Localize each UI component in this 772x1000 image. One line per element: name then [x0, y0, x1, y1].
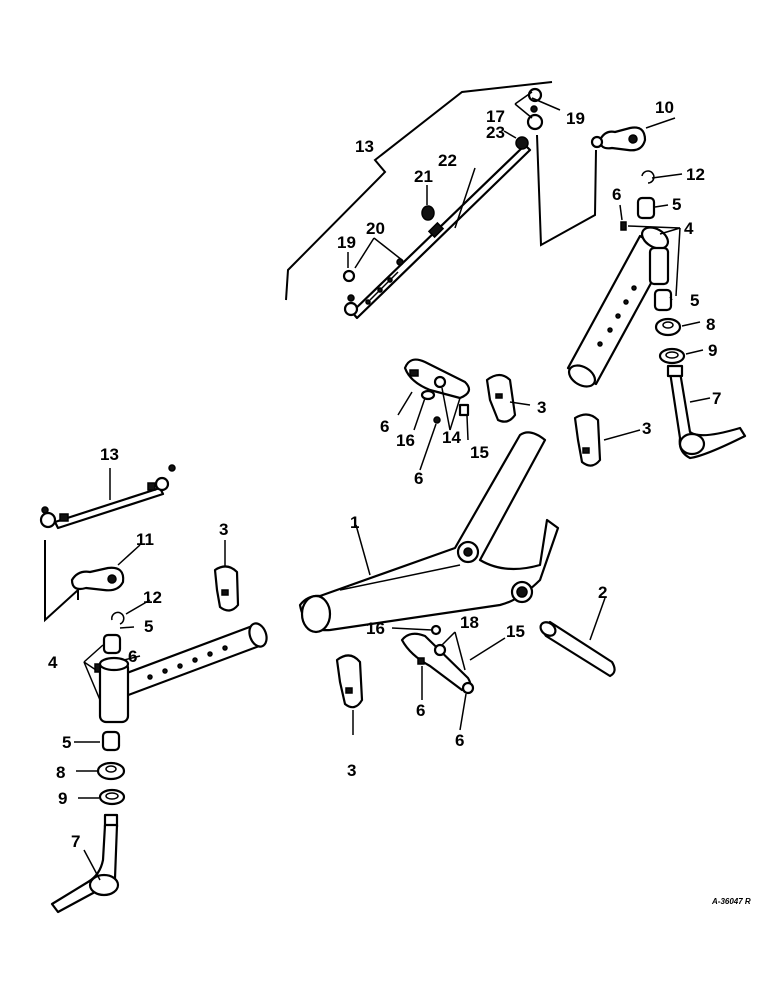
callout-12: 12	[686, 165, 705, 184]
left-axle-extension	[94, 611, 268, 806]
pivot-pin-2	[539, 620, 616, 678]
callout-23: 23	[486, 123, 505, 142]
callout-6: 6	[416, 701, 425, 720]
nut-19-lower	[342, 269, 356, 283]
callout-9: 9	[58, 789, 67, 808]
bushing-5-lower	[653, 288, 673, 312]
upper-tie-rod-assembly	[285, 81, 597, 320]
callout-12: 12	[143, 588, 162, 607]
steering-arm-left	[70, 566, 125, 592]
callout-10: 10	[655, 98, 674, 117]
callout-18: 18	[460, 613, 479, 632]
spindle-left	[50, 813, 120, 914]
callout-8: 8	[56, 763, 65, 782]
callout-13: 13	[100, 445, 119, 464]
callout-22: 22	[438, 151, 457, 170]
bushing-5-upper	[636, 196, 656, 220]
callout-6: 6	[414, 469, 423, 488]
bushing-5-left-upper	[102, 633, 122, 655]
callout-16: 16	[366, 619, 385, 638]
callout-6: 6	[128, 647, 137, 666]
callout-5: 5	[672, 195, 681, 214]
callout-6: 6	[455, 731, 464, 750]
callout-16: 16	[396, 431, 415, 450]
callout-20: 20	[366, 219, 385, 238]
callout-labels: 1 2 3 3 3 3 4 4 5 5 5 5 6 6 6 6 6 6 7 7 …	[48, 98, 721, 851]
callout-6: 6	[380, 417, 389, 436]
callout-11: 11	[136, 530, 154, 549]
ring-9-left	[98, 788, 126, 806]
left-tie-rod-assembly	[39, 464, 176, 623]
clamp-3-left	[213, 565, 240, 612]
callout-8: 8	[706, 315, 715, 334]
drawing-code: A-36047 R	[711, 897, 751, 906]
callout-3: 3	[347, 761, 356, 780]
callout-3: 3	[537, 398, 546, 417]
callout-5: 5	[62, 733, 71, 752]
spindle-right	[666, 364, 747, 460]
callout-4: 4	[684, 219, 694, 238]
main-axle-1	[298, 431, 560, 634]
callout-15: 15	[470, 443, 489, 462]
callout-5: 5	[144, 617, 153, 636]
ring-9-right	[658, 347, 686, 365]
clamp-3-right	[573, 413, 602, 467]
callout-4: 4	[48, 653, 58, 672]
clamp-3-lower	[335, 654, 364, 709]
callout-3: 3	[642, 419, 651, 438]
bushing-5-left-lower	[101, 730, 121, 752]
callout-1: 1	[350, 513, 359, 532]
callout-7: 7	[71, 832, 80, 851]
callout-17: 17	[486, 107, 505, 126]
callout-5: 5	[690, 291, 699, 310]
washer-8-right	[654, 317, 682, 337]
group-bracket-line	[285, 81, 553, 301]
callout-7: 7	[712, 389, 721, 408]
callout-3: 3	[219, 520, 228, 539]
callout-21: 21	[414, 167, 433, 186]
steering-arm-right	[590, 126, 647, 152]
right-axle-extension	[566, 170, 686, 388]
leader-lines	[74, 91, 711, 881]
washer-8-left	[96, 761, 126, 781]
callout-19: 19	[337, 233, 356, 252]
callout-19: 19	[566, 109, 585, 128]
callout-14: 14	[442, 428, 461, 447]
callout-15: 15	[506, 622, 525, 641]
clamp-3-upper-center	[485, 373, 517, 423]
callout-6: 6	[612, 185, 621, 204]
callout-2: 2	[598, 583, 607, 602]
callout-13: 13	[355, 137, 374, 156]
clamp-part	[421, 205, 435, 221]
pivot-bracket-upper	[403, 358, 471, 424]
nut-23	[515, 136, 529, 150]
callout-9: 9	[708, 341, 717, 360]
